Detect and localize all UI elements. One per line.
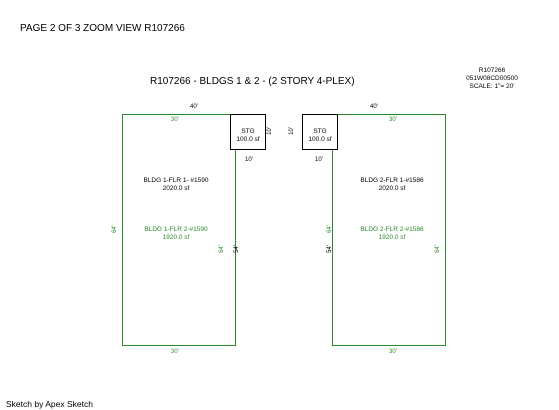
bldg2-storage-name: STG [313,128,327,135]
bldg1-flr1-label: BLDG 1-FLR 1- #1590 2020.0 sf [122,177,230,192]
bldg2-flr2-area: 1920.0 sf [378,233,406,241]
bldg2-dim-side-mid: 54' [326,245,333,253]
sketch-credit: Sketch by Apex Sketch [6,399,93,409]
bldg2-dim-stg-side: 10' [288,127,295,135]
meta-parcel-id: R107266 [478,67,506,74]
sketch-title: R107266 - BLDGS 1 & 2 - (2 STORY 4-PLEX) [150,76,355,87]
bldg1-flr1-area: 2020.0 sf [162,184,190,192]
bldg2-dim-side-right: 64' [434,245,441,253]
bldg2-dim-top-total: 40' [370,104,378,110]
bldg2-flr2-name: BLDG 2-FLR 2-#1586 [360,226,424,233]
bldg2-dim-side-left: 64' [326,225,333,233]
bldg1-flr2-label: BLDG 1-FLR 2-#1590 1920.0 sf [122,226,230,241]
meta-scale: SCALE: 1"= 20' [469,83,515,90]
bldg1-flr1-name: BLDG 1-FLR 1- #1590 [143,177,209,184]
bldg1-storage-outline [230,114,266,150]
bldg1-dim-stg-side: 10' [266,127,273,135]
bldg2-flr1-label: BLDG 2-FLR 1-#1586 2020.0 sf [338,177,446,192]
bldg2-storage-outline [302,114,338,150]
sketch-meta: R107266 051W08CD00500 SCALE: 1"= 20' [462,67,522,91]
bldg1-dim-bottom: 30' [171,349,179,355]
bldg2-floor-outline [332,114,446,346]
bldg1-storage-area: 100.0 sf [236,135,260,143]
bldg1-floor-outline [122,114,236,346]
bldg2-dim-bottom: 30' [389,349,397,355]
bldg2-dim-stg-bottom: 10' [315,157,323,163]
bldg1-dim-side-mid: 54' [233,245,240,253]
bldg2-flr2-label: BLDG 2-FLR 2-#1586 1920.0 sf [338,226,446,241]
bldg2-storage-area: 100.0 sf [308,135,332,143]
bldg1-storage-name: STG [241,128,255,135]
bldg1-dim-top-floor: 30' [171,117,179,123]
page-header: PAGE 2 OF 3 ZOOM VIEW R107266 [20,23,185,34]
bldg1-dim-side-right: 64' [218,245,225,253]
bldg2-flr1-name: BLDG 2-FLR 1-#1586 [360,177,424,184]
bldg1-dim-side-left: 64' [111,225,118,233]
bldg2-dim-top-floor: 30' [389,117,397,123]
bldg1-flr2-name: BLDG 1-FLR 2-#1590 [144,226,208,233]
bldg1-flr2-area: 1920.0 sf [162,233,190,241]
bldg1-dim-stg-bottom: 10' [245,157,253,163]
bldg2-flr1-area: 2020.0 sf [378,184,406,192]
bldg1-storage-label: STG 100.0 sf [230,128,266,143]
bldg2-storage-label: STG 100.0 sf [302,128,338,143]
bldg1-dim-top-total: 40' [190,104,198,110]
meta-map-number: 051W08CD00500 [466,75,518,82]
